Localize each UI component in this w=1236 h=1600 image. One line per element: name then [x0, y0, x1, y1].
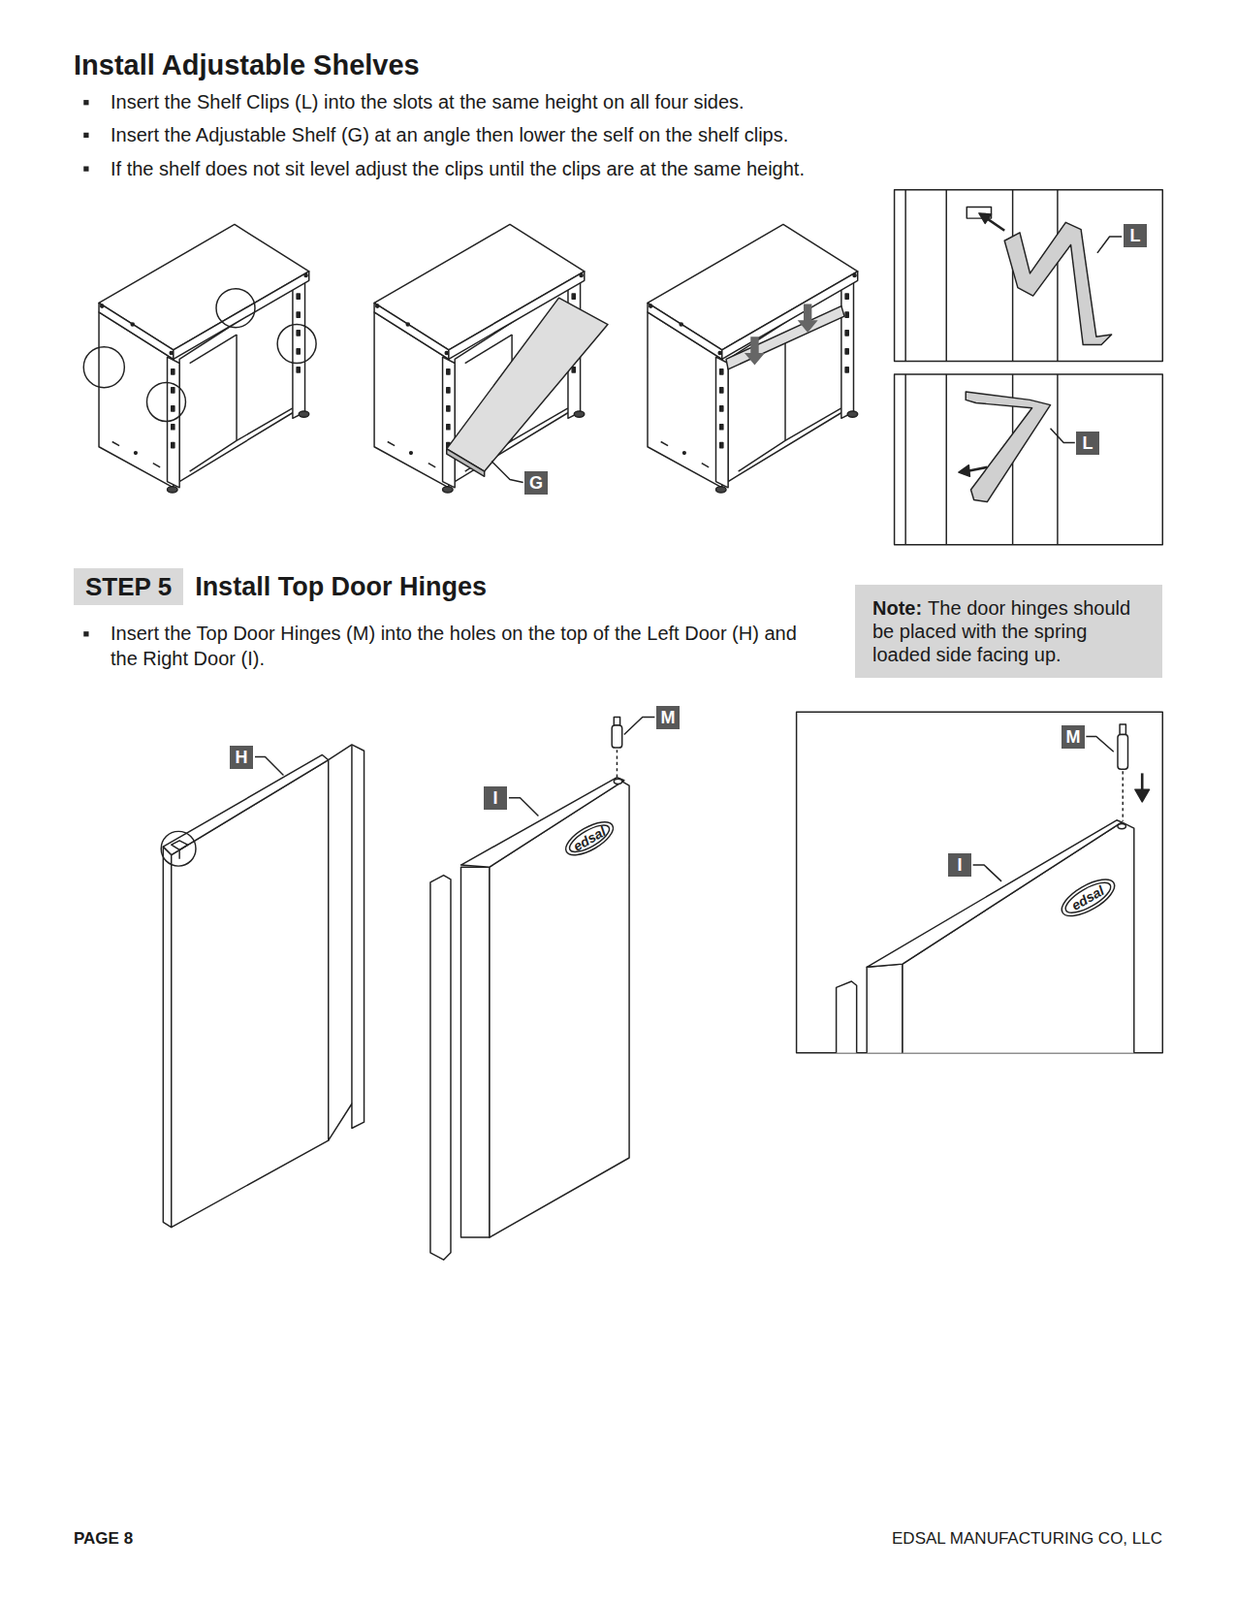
instruction-text: Insert the Adjustable Shelf (G) at an an…: [110, 123, 789, 147]
callout-letter: I: [948, 853, 972, 877]
note-box: Note:The door hinges should be placed wi…: [855, 584, 1163, 678]
step-band: STEP 5Install Top Door Hinges: [73, 568, 184, 605]
footer-company: EDSAL MANUFACTURING CO, LLC: [891, 1528, 1163, 1549]
page-title: Install Adjustable Shelves: [73, 48, 420, 82]
callout-letter: M: [656, 705, 680, 729]
step-number: STEP 5: [85, 571, 172, 602]
callout-letter: I: [483, 786, 508, 810]
step-heading: Install Top Door Hinges: [194, 568, 487, 605]
instruction-text: Insert the Top Door Hinges (M) into the …: [110, 620, 828, 671]
callout-letter: G: [524, 471, 548, 495]
callout-letter: L: [1123, 223, 1147, 248]
callout-letter: H: [229, 745, 254, 769]
callout-letter: L: [1076, 431, 1100, 455]
instruction-text: If the shelf does not sit level adjust t…: [110, 157, 805, 181]
instruction-text: Insert the Shelf Clips (L) into the slot…: [110, 90, 745, 114]
callout-letter: M: [1061, 725, 1085, 749]
note-label: Note:: [872, 597, 922, 619]
page-number: PAGE 8: [73, 1528, 133, 1549]
